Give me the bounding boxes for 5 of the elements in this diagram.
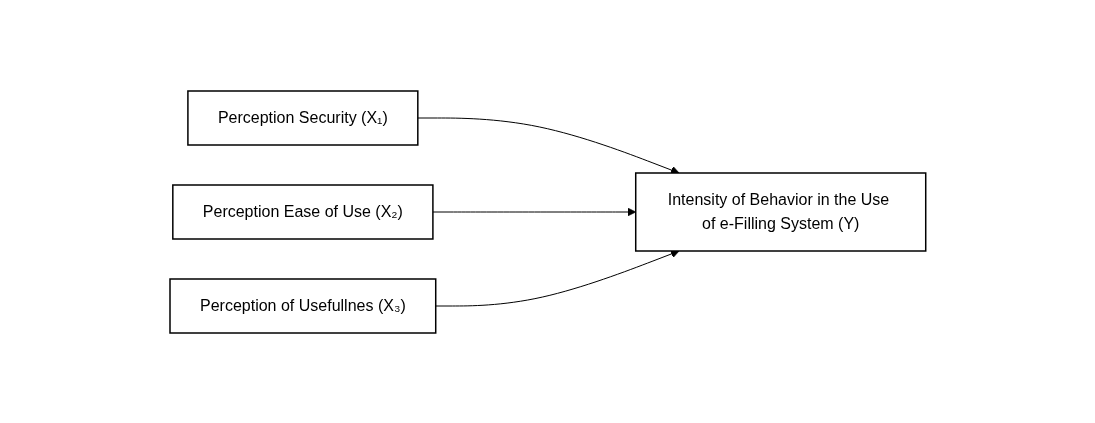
arrow xyxy=(432,207,636,216)
node-box: Perception of Usefullnes (X₃) xyxy=(168,277,437,334)
node-box: Perception Ease of Use (X₂) xyxy=(171,183,434,240)
node-box: Intensity of Behavior in the Use of e-Filling System (Y) xyxy=(634,171,927,252)
node-box: Perception Security (X₁) xyxy=(186,89,419,146)
